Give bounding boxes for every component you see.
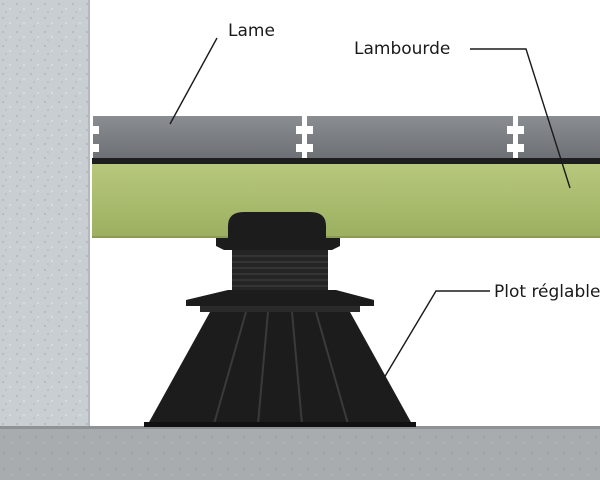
thread-lines <box>232 255 328 287</box>
joist <box>92 164 600 238</box>
adjustment-ring-band <box>200 306 360 312</box>
slab-edge <box>0 426 600 429</box>
pedestal-head-flange <box>216 238 340 250</box>
adjustment-ring <box>186 290 374 306</box>
joist-label: Lambourde <box>354 39 451 59</box>
pedestal-head <box>228 212 326 238</box>
pedestal-label: Plot réglable <box>494 282 600 302</box>
pedestal-leader-line <box>383 290 490 379</box>
deck-boards <box>92 116 600 164</box>
wall-edge <box>88 0 90 430</box>
joist-leader-line <box>470 48 571 189</box>
adjustable-pedestal <box>144 212 416 427</box>
pedestal-foot <box>144 422 416 427</box>
leader-lines <box>169 37 571 379</box>
deck-board <box>93 116 302 158</box>
pedestal-thread <box>232 250 328 290</box>
joist-bottom-edge <box>92 236 600 238</box>
board-shadow-strip <box>92 158 600 164</box>
concrete-slab <box>0 426 600 480</box>
deck-board <box>518 116 600 158</box>
pedestal-base <box>148 312 412 424</box>
board-label: Lame <box>228 21 275 41</box>
base-ribs <box>213 311 349 425</box>
deck-board <box>307 116 513 158</box>
wall <box>0 0 90 430</box>
board-leader-line <box>169 37 218 125</box>
